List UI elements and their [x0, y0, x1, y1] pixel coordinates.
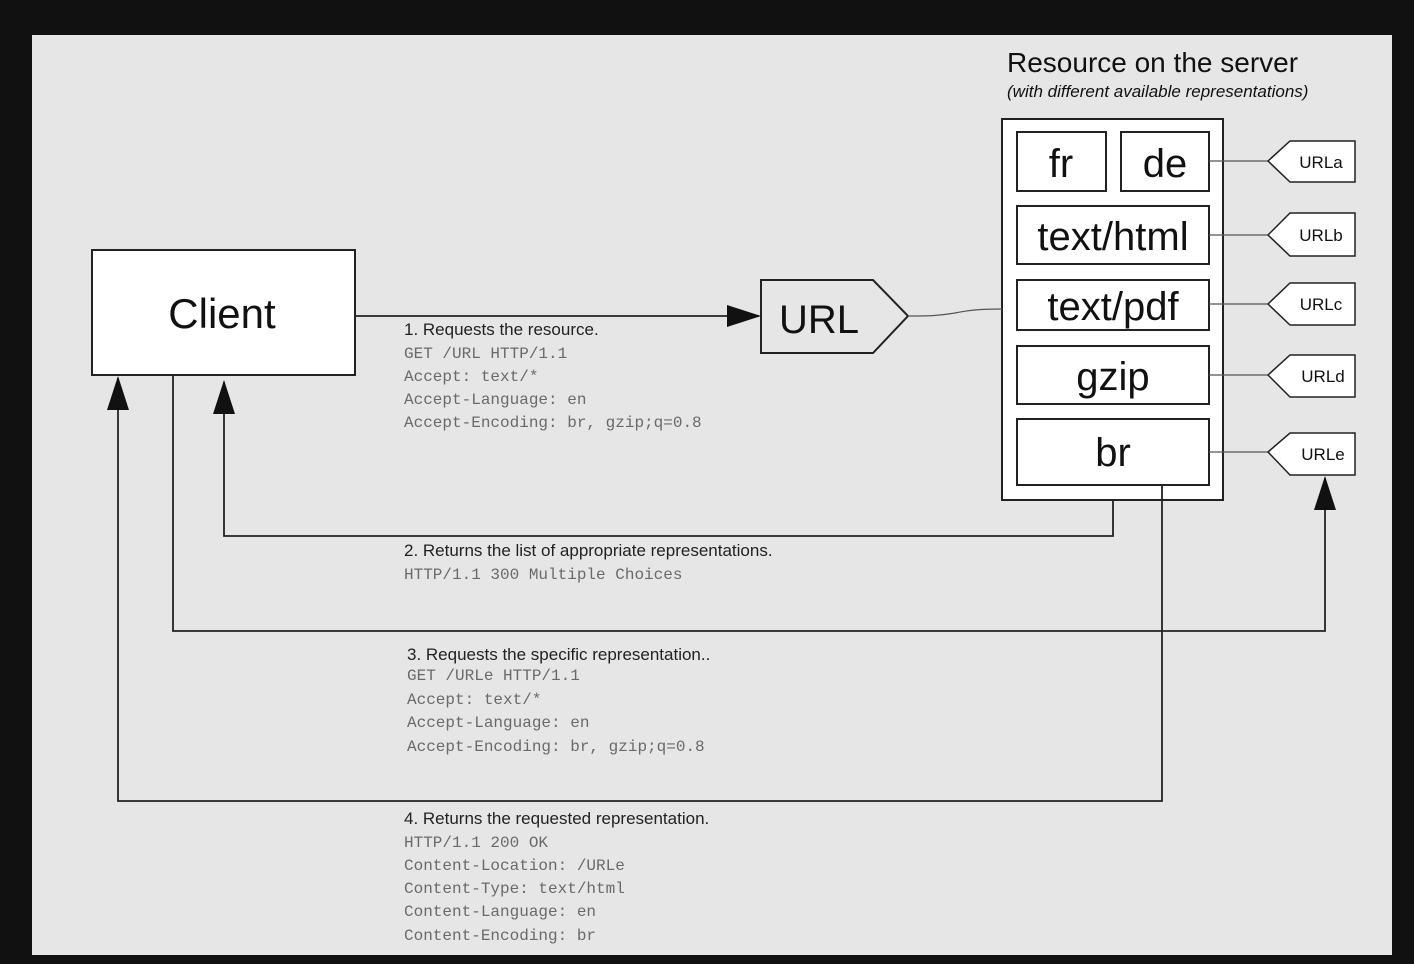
- url-tag-b: URLb: [1209, 212, 1356, 257]
- step-3-line-1: GET /URLe HTTP/1.1: [407, 667, 580, 685]
- step-4-line-1: HTTP/1.1 200 OK: [404, 834, 548, 852]
- url-tag-d-label: URLd: [1301, 367, 1344, 386]
- representation-gzip: gzip: [1076, 355, 1149, 399]
- url-tag-b-label: URLb: [1299, 226, 1342, 245]
- url-tag-c-label: URLc: [1300, 295, 1343, 314]
- url-tag-e: URLe: [1209, 432, 1356, 476]
- url-node-label: URL: [779, 298, 859, 342]
- step-3-line-2: Accept: text/*: [407, 691, 541, 709]
- url-tag-a-label: URLa: [1299, 153, 1343, 172]
- representation-de: de: [1143, 142, 1188, 186]
- step-4-line-3: Content-Type: text/html: [404, 880, 625, 898]
- url-tag-e-label: URLe: [1301, 445, 1344, 464]
- step-1-line-1: GET /URL HTTP/1.1: [404, 345, 567, 363]
- step-3-arrow: [172, 375, 1336, 632]
- step-2-line-1: HTTP/1.1 300 Multiple Choices: [404, 566, 682, 584]
- step-2-title: 2. Returns the list of appropriate repre…: [404, 541, 773, 560]
- representation-gzip-box: [1016, 345, 1210, 405]
- step-1-line-2: Accept: text/*: [404, 368, 538, 386]
- step-4-arrow: [107, 376, 1163, 802]
- step-4-line-2: Content-Location: /URLe: [404, 857, 625, 875]
- step-3-title: 3. Requests the specific representation.…: [407, 645, 710, 664]
- representation-text-html-box: [1016, 205, 1210, 265]
- step-1-line-3: Accept-Language: en: [404, 391, 586, 409]
- client-box: [91, 249, 356, 376]
- representation-text-pdf-box: [1016, 279, 1210, 331]
- step-3-line-3: Accept-Language: en: [407, 714, 589, 732]
- step-1-line-4: Accept-Encoding: br, gzip;q=0.8: [404, 414, 702, 432]
- step-4-title: 4. Returns the requested representation.: [404, 809, 709, 828]
- server-title: Resource on the server: [1007, 47, 1298, 78]
- step-4-line-4: Content-Language: en: [404, 903, 596, 921]
- url-server-connector: [907, 308, 1003, 317]
- url-tag-c: URLc: [1209, 282, 1356, 326]
- representation-br: br: [1095, 431, 1131, 475]
- step-2-arrow: [213, 380, 1114, 537]
- representation-fr-box: [1016, 131, 1107, 192]
- step-3-line-4: Accept-Encoding: br, gzip;q=0.8: [407, 738, 705, 756]
- client-label: Client: [168, 290, 276, 337]
- step-4-line-5: Content-Encoding: br: [404, 927, 596, 945]
- representation-text-pdf: text/pdf: [1047, 285, 1179, 329]
- server-subtitle: (with different available representation…: [1007, 82, 1308, 101]
- representation-de-box: [1120, 131, 1210, 192]
- step-1-title: 1. Requests the resource.: [404, 320, 599, 339]
- url-node: [760, 279, 910, 354]
- representation-text-html: text/html: [1037, 215, 1188, 259]
- representation-fr: fr: [1049, 142, 1073, 186]
- url-tag-d: URLd: [1209, 354, 1356, 398]
- url-tag-a: URLa: [1209, 140, 1356, 183]
